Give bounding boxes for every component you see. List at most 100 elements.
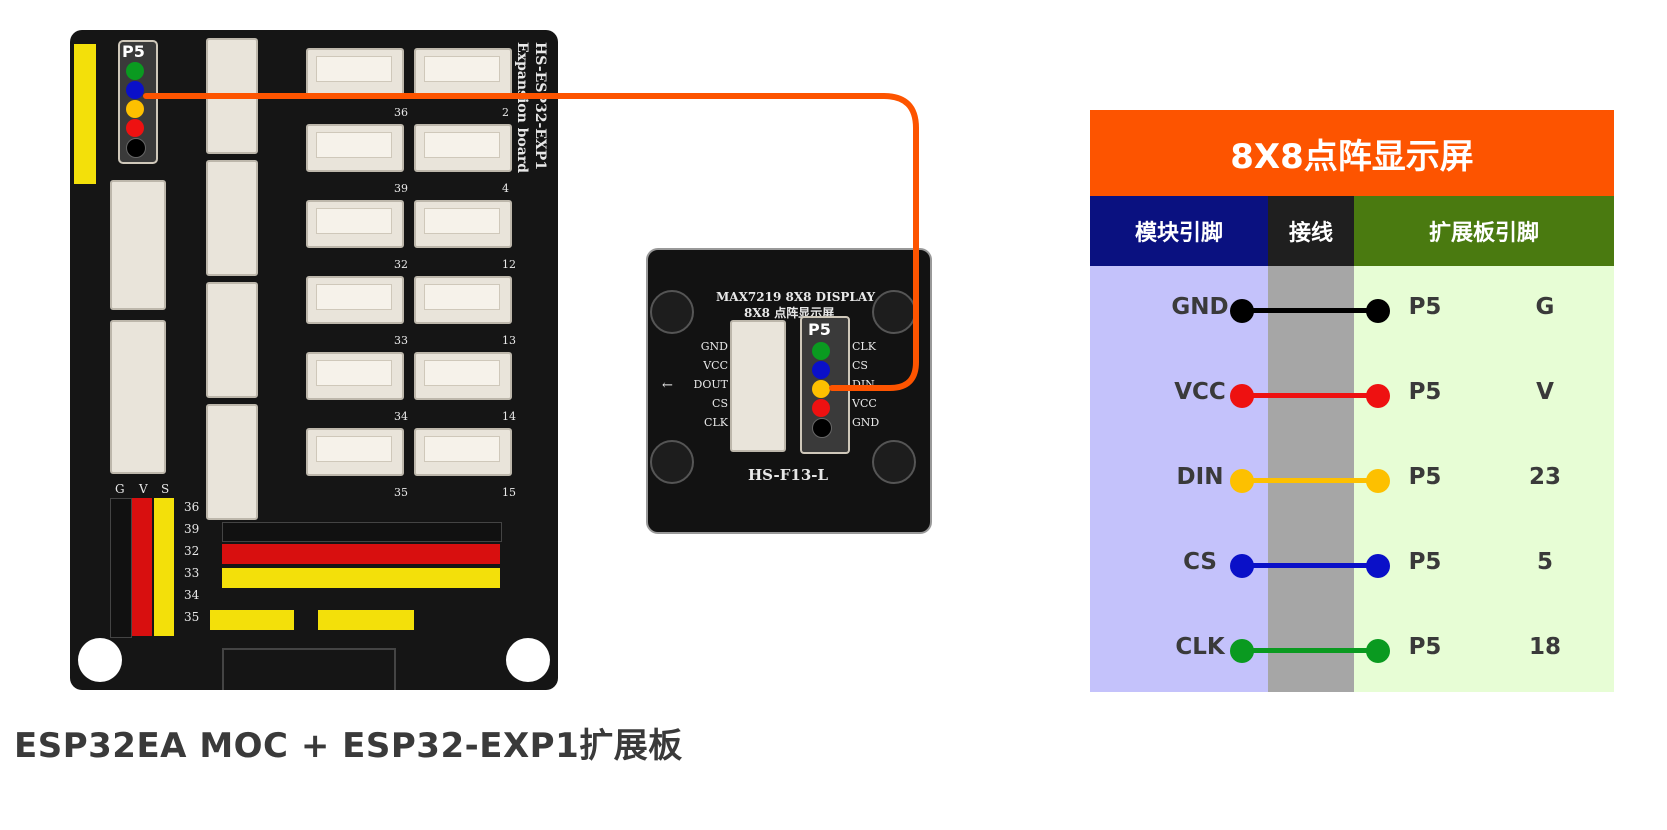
dout-arrow-icon: ← <box>662 378 673 393</box>
board-port-p4 <box>206 404 258 520</box>
table-wire-dot-right <box>1366 384 1390 408</box>
page-caption: ESP32EA MOC + ESP32-EXP1扩展板 <box>14 726 683 766</box>
module-hole-br <box>872 440 916 484</box>
left-pin-number: 35 <box>184 610 200 624</box>
gvs-connector-number: 12 <box>502 258 516 271</box>
left-pin-number: 36 <box>184 500 200 514</box>
module-connector-left <box>730 320 786 452</box>
table-wire-dot-right <box>1366 299 1390 323</box>
module-left-pin-label: CS <box>712 397 728 410</box>
gvs-connector-inner <box>316 56 392 82</box>
gvs-connector-number: 32 <box>394 258 408 271</box>
gvs-connector-inner <box>316 436 392 462</box>
module-hole-tr <box>872 290 916 334</box>
gvs-connector-inner <box>424 132 500 158</box>
board-pin-column <box>1354 266 1614 692</box>
module-left-pin-label: VCC <box>703 359 728 372</box>
board-pin-dot-blue <box>126 81 144 99</box>
left-pin-number: 39 <box>184 522 200 536</box>
mount-hole-bottom-left <box>78 638 122 682</box>
module-left-pin-label: CLK <box>704 416 728 429</box>
board-title: HS-ESP32-EXP1 <box>532 42 548 171</box>
table-board-pin: 18 <box>1528 634 1561 660</box>
gvs-connector-number: 39 <box>394 182 408 195</box>
table-port: P5 <box>1408 294 1442 320</box>
table-module-pin: CLK <box>1175 634 1225 660</box>
table-wire-line <box>1240 563 1380 568</box>
table-board-pin: 5 <box>1536 549 1553 575</box>
gvs-connector-inner <box>316 360 392 386</box>
table-port: P5 <box>1408 634 1442 660</box>
table-wire-line <box>1240 478 1380 483</box>
gvs-header-red-col <box>132 498 152 636</box>
module-left-pin-label: DOUT <box>693 378 728 391</box>
gvs-connector-inner <box>424 360 500 386</box>
module-pin-dot-green <box>812 342 830 360</box>
board-p5-label: P5 <box>122 42 145 61</box>
gvs-connector-number: 2 <box>502 106 509 119</box>
gvs-connector-number: 14 <box>502 410 516 423</box>
module-left-pin-label: GND <box>700 340 728 353</box>
table-wire-dot-left <box>1230 469 1254 493</box>
mount-hole-bottom-right <box>506 638 550 682</box>
table-wire-dot-right <box>1366 554 1390 578</box>
wire-path <box>143 93 919 391</box>
header-board-pin: 扩展板引脚 <box>1354 196 1614 266</box>
table-wire-dot-right <box>1366 639 1390 663</box>
bottom-small-header-left <box>210 610 294 630</box>
module-name: HS-F13-L <box>748 466 829 484</box>
table-wire-dot-left <box>1230 554 1254 578</box>
module-right-pin-label: GND <box>852 416 880 429</box>
module-p5-label: P5 <box>808 320 831 339</box>
module-right-pin-label: CS <box>852 359 868 372</box>
gvs-connector-number: 34 <box>394 410 408 423</box>
gvs-connector-inner <box>424 436 500 462</box>
table-wire-dot-left <box>1230 299 1254 323</box>
table-module-pin: VCC <box>1174 379 1226 405</box>
gvs-connector-number: 33 <box>394 334 408 347</box>
gvs-header-label-g: G <box>115 482 125 496</box>
gvs-connector-inner <box>424 284 500 310</box>
table-wire-dot-left <box>1230 639 1254 663</box>
table-port: P5 <box>1408 549 1442 575</box>
module-pin-dot-blue <box>812 361 830 379</box>
board-pin-dot-black <box>126 138 146 158</box>
yellow-pin-header <box>74 44 96 184</box>
board-pin-dot-green <box>126 62 144 80</box>
table-board-pin: V <box>1536 379 1554 405</box>
bottom-header-red-row <box>222 544 500 564</box>
table-board-pin: G <box>1535 294 1555 320</box>
module-right-pin-label: VCC <box>852 397 877 410</box>
table-wire-dot-left <box>1230 384 1254 408</box>
gvs-header-label-s: S <box>161 482 170 496</box>
header-wire: 接线 <box>1268 196 1354 266</box>
gvs-header-black-col <box>110 498 132 638</box>
left-pin-number: 34 <box>184 588 200 602</box>
module-pin-dot-red <box>812 399 830 417</box>
board-port-p2 <box>206 160 258 276</box>
antenna-area <box>222 648 396 690</box>
header-module-pin: 模块引脚 <box>1090 196 1268 266</box>
gvs-header-yellow-col <box>154 498 174 636</box>
module-pin-dot-yellow <box>812 380 830 398</box>
module-hole-bl <box>650 440 694 484</box>
table-module-pin: CS <box>1183 549 1217 575</box>
gvs-connector-inner <box>424 56 500 82</box>
table-wire-line <box>1240 308 1380 313</box>
table-port: P5 <box>1408 464 1442 490</box>
gvs-connector-number: 35 <box>394 486 408 499</box>
table-module-pin: GND <box>1171 294 1229 320</box>
board-port-p7 <box>110 320 166 474</box>
module-right-pin-label: CLK <box>852 340 876 353</box>
bottom-small-header-right <box>318 610 414 630</box>
gvs-connector-number: 4 <box>502 182 509 195</box>
gvs-connector-inner <box>316 132 392 158</box>
table-module-pin: DIN <box>1176 464 1224 490</box>
gvs-connector-inner <box>316 284 392 310</box>
left-pin-number: 32 <box>184 544 200 558</box>
table-wire-line <box>1240 393 1380 398</box>
gvs-header-label-v: V <box>139 482 148 496</box>
board-subtitle: Expansion board <box>514 42 530 174</box>
